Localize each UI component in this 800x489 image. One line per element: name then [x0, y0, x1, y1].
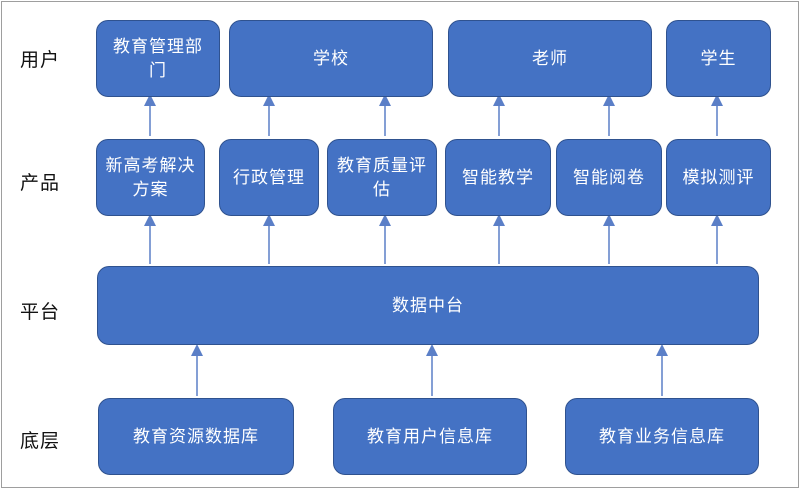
product-mock-test-box: 模拟测评 [666, 139, 771, 216]
platform-data-center-box: 数据中台 [97, 266, 759, 345]
base-resource-db-box: 教育资源数据库 [98, 398, 294, 475]
product-smart-grading-box: 智能阅卷 [556, 139, 662, 216]
row-label-user: 用户 [20, 49, 61, 71]
row-label-product: 产品 [20, 172, 61, 194]
row-label-platform: 平台 [20, 301, 61, 323]
base-user-db-box: 教育用户信息库 [333, 398, 527, 475]
base-business-db-box: 教育业务信息库 [565, 398, 759, 475]
user-school-box: 学校 [229, 20, 433, 97]
user-student-box: 学生 [666, 20, 771, 97]
user-teacher-box: 老师 [448, 20, 652, 97]
product-smart-teaching-box: 智能教学 [445, 139, 551, 216]
user-edu-dept-box: 教育管理部门 [96, 20, 220, 97]
product-gaokao-box: 新高考解决方案 [96, 139, 205, 216]
product-admin-box: 行政管理 [219, 139, 319, 216]
product-quality-box: 教育质量评估 [327, 139, 437, 216]
row-label-base: 底层 [20, 430, 61, 452]
